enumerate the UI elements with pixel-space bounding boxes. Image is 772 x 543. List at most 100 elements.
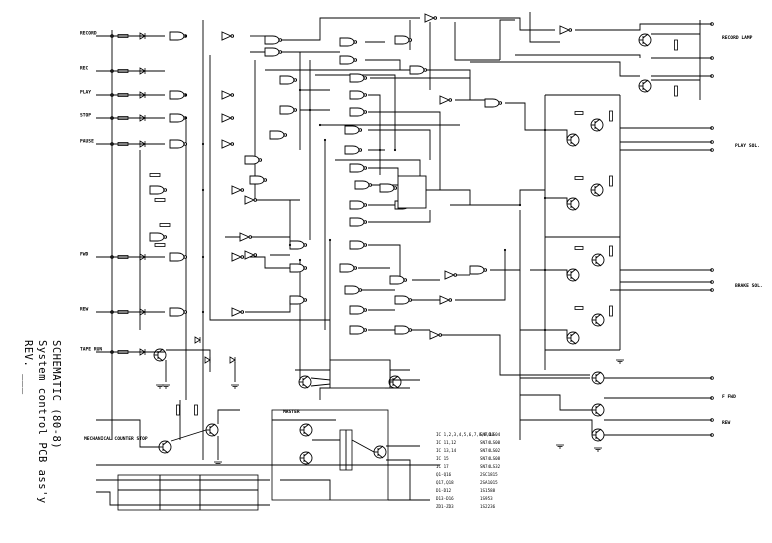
nand-gate [169,139,185,149]
transistor-emitter [303,431,310,437]
inverter-gate [439,95,451,105]
input-label-7: TAPE RUN [80,347,102,353]
diode [139,67,146,75]
terminal-pin [710,376,714,380]
wire [368,210,431,223]
ic-table-type-4: SN74LS32 [480,464,501,469]
nand-gate [289,263,305,273]
nand-gate [169,90,185,100]
wire [96,419,159,448]
inverter-bubble [278,38,283,42]
diode [229,356,236,364]
input-label-4: PAUSE [80,139,94,145]
transistor-emitter [595,411,602,417]
transistor-emitter [377,453,384,459]
nand-gate [264,35,280,45]
junction-dot [298,88,302,92]
nand-gate [244,155,260,165]
transistor-collector [302,375,309,381]
inverter-bubble [438,333,443,337]
nand-gate [394,295,410,305]
ic-table-name-5: Q1-Q16 [436,472,452,477]
nand-gate [349,163,365,173]
inverter-bubble [408,328,413,332]
resistor [674,85,678,97]
terminal-pin [710,126,714,130]
inverter-gate [231,307,243,317]
inverter-bubble [363,243,368,247]
transistor-emitter [157,356,164,362]
wire [425,189,471,205]
wire [319,387,330,400]
transistor-emitter [392,383,399,389]
nand-gate [339,37,355,47]
nand-gate [279,105,295,115]
inverter-bubble [293,108,298,112]
nand-gate [279,75,295,85]
resistor [117,310,129,314]
ic-table-type-7: 1S1588 [480,488,496,493]
ic-table-type-1: SN74LS00 [480,440,501,445]
ic-table-type-5: 2SC1815 [480,472,498,477]
inverter-bubble [483,268,488,272]
wire [368,167,399,176]
inverter-bubble [363,203,368,207]
terminal-pin [110,69,114,73]
ic-table-name-8: D13-D16 [436,496,454,501]
junction-dot [543,328,547,332]
wire [575,23,712,31]
transistor-emitter [594,126,601,132]
inverter-bubble [568,28,573,32]
bottom-connector-box [117,474,259,511]
inverter-bubble [263,178,268,182]
resistor [574,111,584,115]
nand-gate [349,240,365,250]
nand-gate [344,145,360,155]
inverter-gate [424,13,436,23]
wire [530,269,568,275]
inverter-bubble [363,308,368,312]
wire [440,334,590,376]
transistor-collector [595,428,602,434]
nand-gate [169,252,185,262]
inverter-bubble [240,310,245,314]
wire [335,159,421,180]
terminal-pin [710,433,714,437]
wire [368,129,431,160]
nand-gate [249,175,265,185]
inverter-gate [231,252,243,262]
inverter-bubble [230,93,235,97]
terminal-pin [710,268,714,272]
inverter-bubble [363,220,368,224]
transistor-collector [303,423,310,429]
transistor-emitter [162,448,169,454]
resistor [609,245,613,257]
transistor-emitter [209,431,216,437]
output-label-brake-sol: BRAKE SOL. [735,283,763,289]
terminal-pin [110,255,114,259]
inverter-bubble [448,298,453,302]
inverter-bubble [183,310,188,314]
inverter-bubble [303,266,308,270]
inverter-bubble [403,278,408,282]
inverter-gate [221,90,233,100]
resistor [674,39,678,51]
inverter-bubble [498,101,503,105]
junction-dot [184,93,188,97]
inverter-bubble [358,128,363,132]
wire [280,479,331,500]
resistor [609,110,613,122]
diode [139,91,146,99]
transistor-collector [642,79,649,85]
nand-gate [354,180,370,190]
transistor-collector [595,313,602,319]
inverter-bubble [253,198,258,202]
wire [520,419,593,435]
wire [545,197,568,204]
nand-gate [394,35,410,45]
transistor-collector [594,183,601,189]
transistor-emitter [642,41,649,47]
nand-gate [469,265,485,275]
transistor-emitter [570,339,577,345]
nand-gate [339,263,355,273]
